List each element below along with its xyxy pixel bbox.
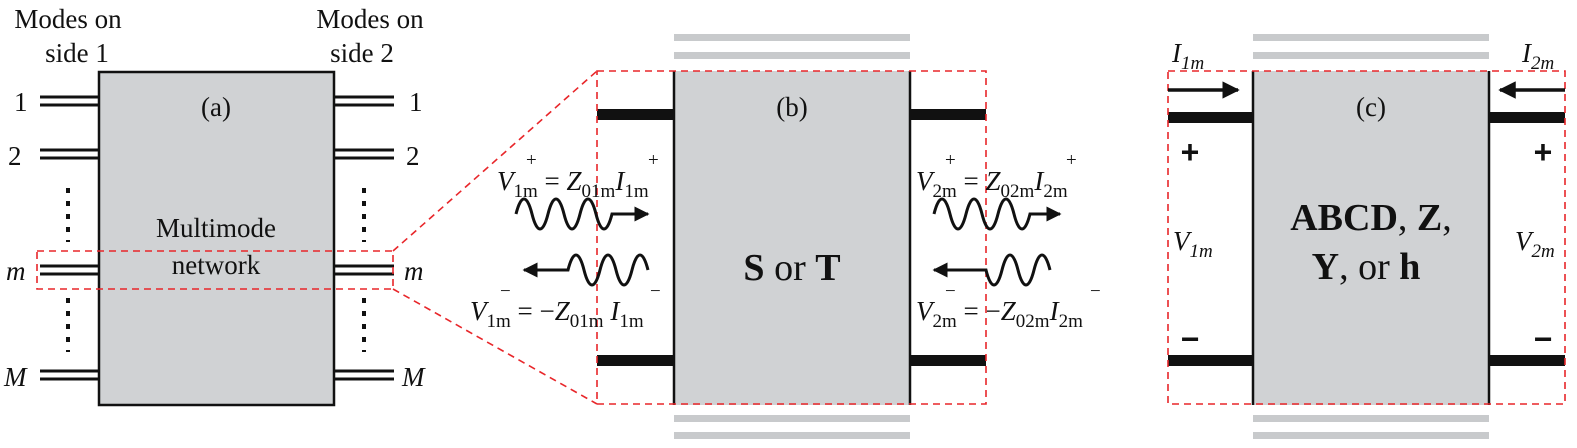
minus-sign-right: − bbox=[1534, 321, 1553, 357]
mode-label-2-left: 2 bbox=[8, 141, 22, 171]
panel-c-dashed-frame bbox=[1167, 70, 1566, 405]
mode-label-1-right: 1 bbox=[409, 87, 423, 117]
network-label-line1: Multimode bbox=[156, 213, 276, 243]
side1-label-line1: Modes on bbox=[14, 4, 122, 34]
zoom-line-top bbox=[392, 70, 598, 252]
wave-incident-left bbox=[514, 197, 650, 231]
mode-m-highlight bbox=[36, 250, 394, 290]
wave-reflected-left bbox=[522, 253, 650, 287]
mode-label-m-right: m bbox=[404, 256, 424, 286]
wave-incident-right bbox=[932, 197, 1062, 231]
wave-reflected-right bbox=[932, 253, 1052, 287]
side2-label-line2: side 2 bbox=[330, 38, 394, 68]
abcd-label-line1: ABCD, Z, bbox=[1290, 197, 1452, 239]
panel-c-gray-stubs bbox=[1253, 34, 1489, 439]
panel-b-port-lines bbox=[597, 109, 986, 366]
network-label-line2: network bbox=[172, 250, 261, 280]
eq-v2-minus-sup-v: − bbox=[945, 281, 956, 302]
eq-v2-plus-sup-v: + bbox=[945, 150, 956, 171]
minus-sign-left: − bbox=[1181, 321, 1200, 357]
eq-v2-minus-sup-i: − bbox=[1090, 281, 1101, 302]
eq-v1-plus-sup-v: + bbox=[526, 150, 537, 171]
eq-v1-minus-sup-i: − bbox=[650, 281, 661, 302]
panel-b-label: (b) bbox=[776, 92, 807, 122]
eq-v1-plus-sup-i: + bbox=[648, 150, 659, 171]
zoom-line-bottom bbox=[392, 288, 598, 405]
panel-a: Modes on side 1 Modes on side 2 1 2 m M … bbox=[3, 4, 426, 407]
eq-v1-minus: V1m = −Z01m I1m bbox=[470, 296, 644, 332]
abcd-box bbox=[1253, 71, 1489, 405]
mode-label-M-right: M bbox=[401, 362, 426, 392]
panel-b: (b) S or T V1m = Z01mI1m + + V1m = −Z01m… bbox=[470, 34, 1101, 439]
panel-c: (c) I1m I2m + − + − V1m V2m ABCD, Z, Y, … bbox=[1167, 34, 1566, 439]
plus-sign-right: + bbox=[1534, 134, 1553, 170]
panel-c-label: (c) bbox=[1356, 92, 1386, 122]
eq-v2-plus: V2m = Z02mI2m bbox=[916, 166, 1068, 202]
eq-v1-plus: V1m = Z01mI1m bbox=[497, 166, 649, 202]
s-or-t-box bbox=[674, 71, 910, 405]
mode-lines-right bbox=[334, 95, 394, 381]
s-or-t-label: S or T bbox=[743, 247, 840, 289]
current-i2m-label: I2m bbox=[1521, 38, 1554, 74]
mode-lines-left bbox=[40, 95, 99, 381]
mode-label-m-left: m bbox=[6, 256, 26, 286]
panel-b-gray-stubs bbox=[674, 34, 910, 439]
eq-v2-plus-sup-i: + bbox=[1066, 150, 1077, 171]
current-i1m-label: I1m bbox=[1171, 38, 1204, 74]
plus-sign-left: + bbox=[1181, 134, 1200, 170]
eq-v2-minus: V2m = −Z02mI2m bbox=[916, 296, 1083, 332]
mode-label-M-left: M bbox=[3, 362, 28, 392]
panel-c-port-lines bbox=[1168, 112, 1565, 366]
panel-b-dashed-frame bbox=[596, 70, 987, 405]
side2-label-line1: Modes on bbox=[316, 4, 424, 34]
eq-v1-minus-sup-v: − bbox=[500, 281, 511, 302]
panel-a-label: (a) bbox=[201, 92, 231, 122]
multimode-network-box bbox=[97, 70, 336, 407]
side1-label-line2: side 1 bbox=[45, 38, 109, 68]
abcd-label-line2: Y, or h bbox=[1312, 246, 1421, 288]
voltage-v1m-label: V1m bbox=[1173, 226, 1213, 262]
mode-label-2-right: 2 bbox=[406, 141, 420, 171]
voltage-v2m-label: V2m bbox=[1515, 226, 1555, 262]
mode-label-1-left: 1 bbox=[14, 87, 28, 117]
